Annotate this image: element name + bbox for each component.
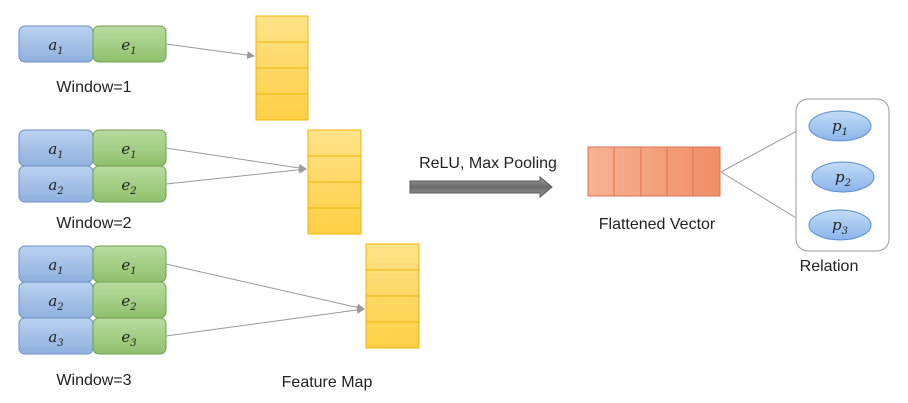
p-label: p2 xyxy=(835,168,851,189)
window-3-label: Window=3 xyxy=(56,372,131,389)
relation-oval xyxy=(808,110,872,142)
connector-arrow xyxy=(165,165,307,185)
a-label: a1 xyxy=(48,140,63,161)
feature-map-2 xyxy=(307,129,362,235)
connector-arrow xyxy=(720,125,807,173)
window-3: a1 e1 a2 e2 a3 e3 Window=3 xyxy=(18,245,167,389)
pooling-arrow xyxy=(409,175,553,199)
window-1-label: Window=1 xyxy=(56,79,131,96)
operation-label: ReLU, Max Pooling xyxy=(419,155,557,172)
relation-oval xyxy=(811,161,875,193)
a-label: a3 xyxy=(48,328,63,349)
e-label: e2 xyxy=(121,292,136,313)
flattened-vector xyxy=(587,146,721,197)
connector-arrow xyxy=(165,263,365,312)
relation-label: Relation xyxy=(800,258,859,275)
a-label: a1 xyxy=(48,36,63,57)
feature-map-label: Feature Map xyxy=(282,374,373,391)
e-label: e3 xyxy=(121,328,136,349)
e-label: e1 xyxy=(121,36,136,57)
window-connectors xyxy=(165,43,365,337)
connector-arrow xyxy=(165,43,255,60)
connector-arrow xyxy=(165,147,307,172)
flattened-vector-label: Flattened Vector xyxy=(599,216,716,233)
relation-p2: p2 xyxy=(811,161,875,193)
p-label: p1 xyxy=(832,117,848,138)
e-label: e1 xyxy=(121,140,136,161)
window-2-label: Window=2 xyxy=(56,215,131,232)
p-label: p3 xyxy=(832,216,848,237)
a-label: a1 xyxy=(48,256,63,277)
e-label: e1 xyxy=(121,256,136,277)
relation-connectors xyxy=(720,125,807,225)
relation-p1: p1 xyxy=(808,110,872,142)
relation-p3: p3 xyxy=(808,209,872,241)
connector-arrow xyxy=(720,171,807,225)
a-label: a2 xyxy=(48,176,63,197)
window-1: a1 e1 Window=1 xyxy=(18,25,167,96)
feature-map-3 xyxy=(365,243,420,349)
window-2: a1 e1 a2 e2 Window=2 xyxy=(18,129,167,232)
connector-arrow xyxy=(165,305,365,337)
vector-body xyxy=(587,146,721,197)
e-label: e2 xyxy=(121,176,136,197)
a-label: a2 xyxy=(48,292,63,313)
relation-oval xyxy=(808,209,872,241)
feature-map-1 xyxy=(255,15,309,121)
